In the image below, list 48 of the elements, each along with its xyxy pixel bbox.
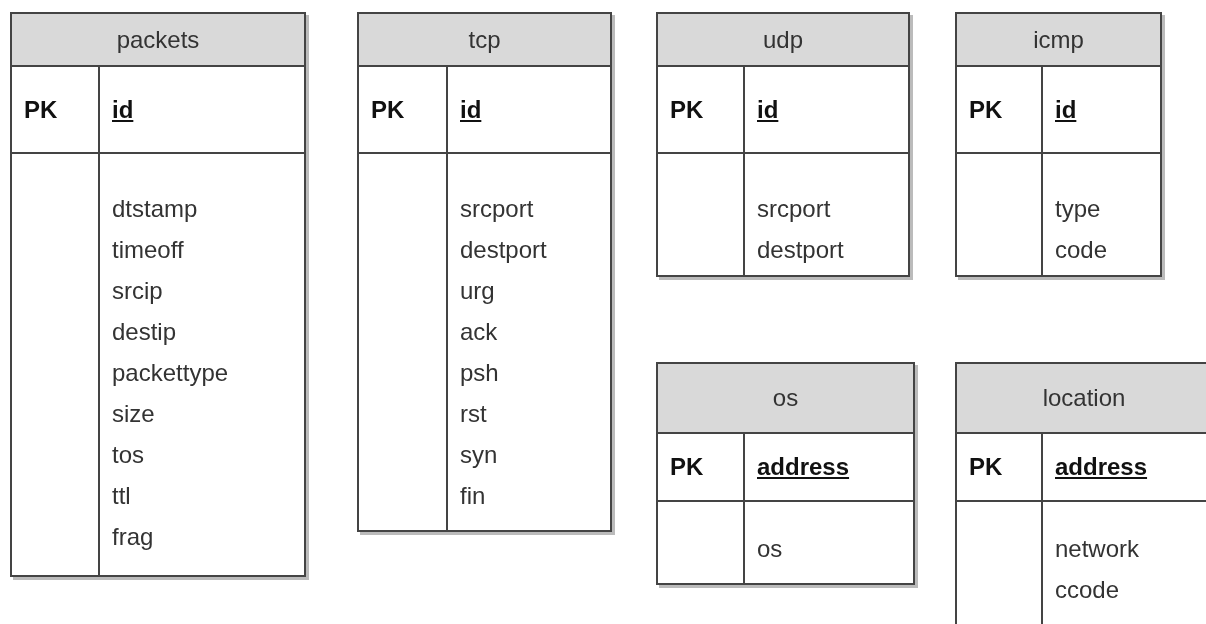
- field-name: os: [757, 534, 784, 564]
- field-name: code: [1055, 235, 1109, 265]
- field-name: frag: [112, 522, 155, 552]
- pk-label: PK: [24, 95, 58, 124]
- field-name: rst: [460, 399, 488, 429]
- field-name: size: [112, 399, 156, 429]
- entity-table: [656, 362, 915, 585]
- primary-key-field: address: [757, 453, 850, 481]
- field-name: syn: [460, 440, 499, 470]
- table-header: icmp: [957, 14, 1160, 67]
- primary-key-field: address: [1055, 453, 1148, 481]
- field-name: srcport: [757, 194, 832, 224]
- field-name: network: [1055, 534, 1141, 564]
- entity-table: [955, 12, 1162, 277]
- pk-label: PK: [670, 453, 704, 481]
- pk-label: PK: [670, 95, 704, 124]
- field-name: urg: [460, 276, 496, 306]
- primary-key-field: id: [460, 95, 482, 124]
- pk-label: PK: [969, 453, 1003, 481]
- field-name: tos: [112, 440, 145, 470]
- pk-label: PK: [969, 95, 1003, 124]
- field-name: destport: [460, 235, 548, 265]
- entity-table: [10, 12, 306, 577]
- field-name: timeoff: [112, 235, 185, 265]
- field-name: srcport: [460, 194, 535, 224]
- field-name: type: [1055, 194, 1102, 224]
- table-header: udp: [658, 14, 908, 67]
- table-header: location: [957, 364, 1206, 434]
- primary-key-field: id: [757, 95, 779, 124]
- pk-label: PK: [371, 95, 405, 124]
- field-name: destip: [112, 317, 178, 347]
- entity-table: [357, 12, 612, 532]
- entity-table: [955, 362, 1206, 624]
- field-name: fin: [460, 481, 487, 511]
- field-name: destport: [757, 235, 845, 265]
- field-name: dtstamp: [112, 194, 199, 224]
- table-header: os: [658, 364, 913, 434]
- entity-table: [656, 12, 910, 277]
- field-name: psh: [460, 358, 500, 388]
- primary-key-field: id: [112, 95, 134, 124]
- field-name: ccode: [1055, 575, 1121, 605]
- field-name: ttl: [112, 481, 132, 511]
- field-name: packettype: [112, 358, 230, 388]
- field-name: ack: [460, 317, 499, 347]
- primary-key-field: id: [1055, 95, 1077, 124]
- table-header: packets: [12, 14, 304, 67]
- table-header: tcp: [359, 14, 610, 67]
- field-name: srcip: [112, 276, 164, 306]
